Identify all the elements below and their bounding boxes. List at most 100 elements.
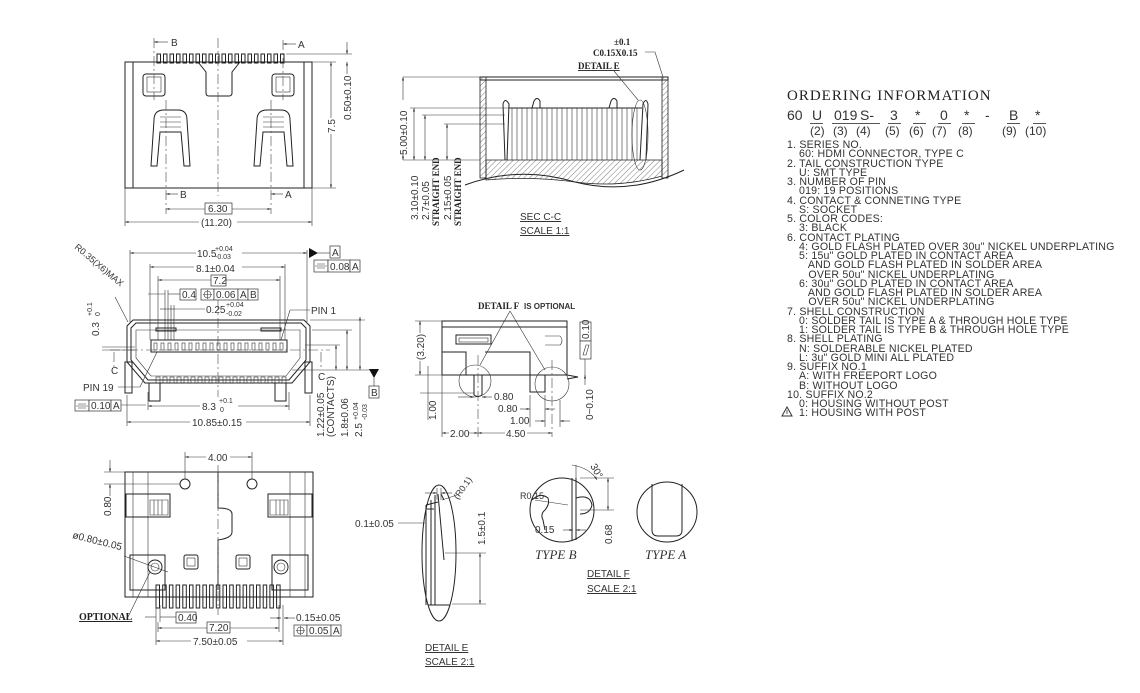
hole-diameter: ø0.80±0.05 bbox=[71, 530, 123, 553]
pin-1-label: PIN 1 bbox=[311, 306, 336, 317]
solder-tail bbox=[190, 376, 196, 384]
tol-upper: +0.04 bbox=[226, 302, 244, 309]
option-group-title: 6. CONTACT PLATING bbox=[787, 231, 901, 244]
code-index: (5) bbox=[885, 124, 900, 138]
pin bbox=[208, 53, 213, 64]
radius-note: R0.35(X6)MAX bbox=[73, 242, 126, 289]
parallelism-icon bbox=[582, 344, 590, 356]
pin bbox=[241, 53, 246, 64]
option-line: AND GOLD FLASH PLATED IN SOLDER AREA bbox=[799, 287, 1043, 299]
option-line: AND GOLD FLASH PLATED IN SOLDER AREA bbox=[799, 259, 1043, 272]
code-part: S- bbox=[860, 107, 874, 123]
type-b-label: TYPE B bbox=[535, 547, 577, 562]
dim-0-4: 0.4 bbox=[182, 290, 196, 301]
detail-title: DETAIL E bbox=[425, 643, 469, 654]
solder-tail bbox=[162, 376, 168, 384]
solder-tail bbox=[267, 376, 273, 384]
contact bbox=[153, 342, 158, 351]
tol-lower: 0 bbox=[220, 407, 224, 414]
pin bbox=[234, 53, 239, 64]
pin bbox=[267, 53, 272, 64]
solder-tail bbox=[232, 376, 238, 384]
option-line: L: 3u" GOLD MINI ALL PLATED bbox=[799, 351, 955, 364]
pin bbox=[221, 53, 226, 64]
option-line: S: SOCKET bbox=[799, 203, 858, 216]
code-underline bbox=[810, 123, 823, 124]
option-group-title: 1. SERIES NO. bbox=[787, 139, 863, 151]
dim-8-3: 8.3 bbox=[202, 402, 216, 413]
code-underline bbox=[913, 123, 926, 124]
position-tolerance-icon bbox=[203, 290, 212, 299]
dim-1-22-note: (CONTACTS) bbox=[326, 376, 337, 437]
contact bbox=[244, 342, 249, 351]
dim-2-00: 2.00 bbox=[450, 429, 470, 440]
contact bbox=[202, 342, 207, 351]
option-line: A: WITH FREEPORT LOGO bbox=[799, 370, 938, 383]
detail-e-callout: DETAIL E bbox=[578, 61, 620, 71]
solder-tail bbox=[183, 376, 189, 384]
option-line: 3: BLACK bbox=[799, 222, 848, 235]
dim-3-10: 3.10±0.10 bbox=[410, 175, 421, 220]
contact bbox=[265, 342, 270, 351]
dim-1-00: 1.00 bbox=[510, 416, 530, 427]
tol-lower: -0.02 bbox=[226, 311, 242, 318]
chamfer-tolerance: ±0.1 bbox=[614, 37, 631, 47]
dim-2-15: 2.15±0.05 bbox=[443, 175, 454, 220]
option-group-title: 9. SUFFIX NO.1 bbox=[787, 361, 867, 373]
contact bbox=[167, 342, 172, 351]
dim-0-3: 0.3 bbox=[91, 322, 102, 336]
dim-0-25: 0.25 bbox=[206, 305, 226, 316]
option-line: 0: SOLDER TAIL IS TYPE A & THROUGH HOLE … bbox=[799, 314, 1068, 327]
position-datum-b: B bbox=[250, 290, 257, 301]
front-view: 10.5 +0.04 -0.03 A 0.08 A 8.1±0.04 7.2 0… bbox=[73, 242, 380, 437]
dim-4-50: 4.50 bbox=[506, 429, 526, 440]
dim-7-20: 7.20 bbox=[209, 623, 229, 634]
dim-2-7: 2.7±0.05 bbox=[421, 181, 432, 220]
code-index: (9) bbox=[1002, 124, 1017, 138]
dim-5-00: 5.00±0.10 bbox=[399, 110, 410, 155]
tol-lower: 0 bbox=[95, 312, 102, 316]
solder-tail bbox=[169, 376, 175, 384]
dim-0-68: 0.68 bbox=[604, 524, 615, 544]
contact bbox=[230, 342, 235, 351]
dim-1-00-vertical: 1.00 bbox=[428, 400, 439, 420]
pin bbox=[169, 53, 174, 64]
pin bbox=[163, 53, 168, 64]
datum-a: A bbox=[332, 248, 339, 259]
contact bbox=[279, 342, 284, 351]
solder-tail bbox=[260, 376, 266, 384]
solder-tail bbox=[176, 376, 182, 384]
tol-upper: +0.1 bbox=[219, 398, 233, 405]
dim-0-15: 0.15±0.05 bbox=[296, 613, 341, 624]
position-value: 0.05 bbox=[309, 626, 329, 637]
contact bbox=[174, 342, 179, 351]
solder-tail bbox=[225, 376, 231, 384]
parallelism-value: 0.10 bbox=[581, 319, 592, 339]
pin bbox=[280, 53, 285, 64]
solder-tail bbox=[218, 376, 224, 384]
option-line: OVER 50u" NICKEL UNDERPLATING bbox=[799, 296, 995, 309]
pin bbox=[215, 53, 220, 64]
code-underline bbox=[1033, 123, 1046, 124]
option-line: 1: SOLDER TAIL IS TYPE B & THROUGH HOLE … bbox=[799, 324, 1069, 336]
solder-tail bbox=[253, 376, 259, 384]
code-part: 019 bbox=[834, 107, 858, 123]
flatness-value: 0.10 bbox=[91, 401, 111, 412]
dim-4-00: 4.00 bbox=[208, 453, 228, 464]
radius-note: (R0.1) bbox=[451, 475, 474, 501]
chamfer-note: C0.15X0.15 bbox=[593, 48, 638, 58]
pin bbox=[156, 53, 161, 64]
dim-0-15: 0.15 bbox=[535, 525, 555, 536]
tol-lower: -0.03 bbox=[362, 404, 369, 420]
code-underline bbox=[888, 123, 901, 124]
dim-10-5: 10.5 bbox=[197, 249, 217, 260]
code-underline bbox=[938, 123, 951, 124]
code-underline bbox=[962, 123, 975, 124]
solder-tail bbox=[239, 376, 245, 384]
solder-tail bbox=[211, 376, 217, 384]
dim-1-22: 1.22±0.05 bbox=[316, 392, 327, 437]
detail-scale: SCALE 2:1 bbox=[425, 657, 475, 668]
pin bbox=[189, 53, 194, 64]
